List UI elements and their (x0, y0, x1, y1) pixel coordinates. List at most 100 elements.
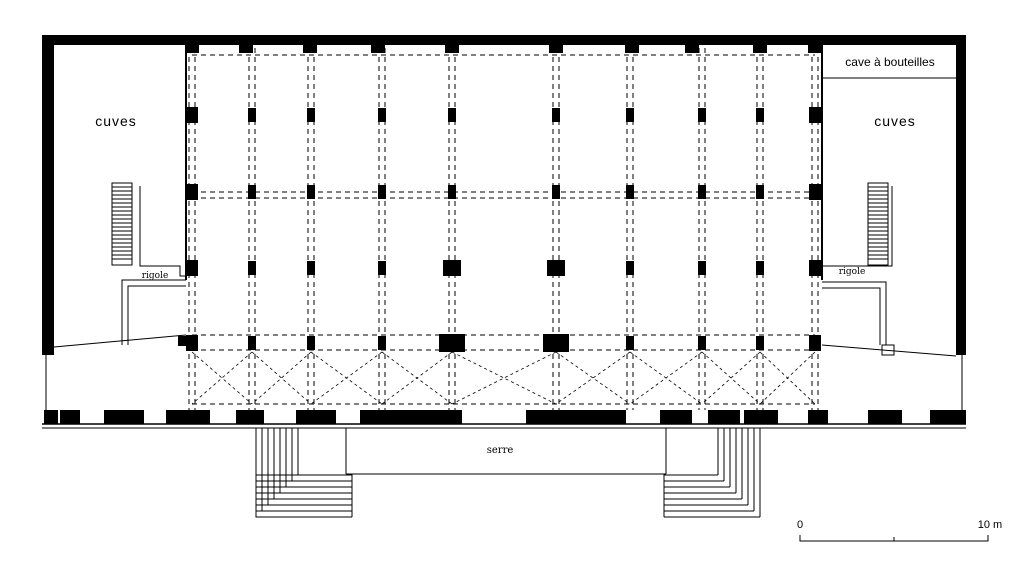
label-serre: serre (487, 445, 514, 456)
north-wall-block (540, 35, 562, 45)
diagonal-bracing (191, 351, 816, 405)
column (809, 335, 821, 351)
column (307, 185, 315, 199)
north-buttress (445, 35, 459, 53)
column (378, 261, 386, 275)
south-wall-pier (744, 410, 778, 424)
column (756, 261, 764, 275)
column (543, 334, 569, 352)
scale-end-label: 10 m (978, 519, 1002, 531)
column (248, 108, 256, 122)
east-drain (881, 344, 895, 356)
west-vat-room-floor-edge (53, 334, 187, 348)
brace-diagonal (759, 351, 816, 405)
step-edge (255, 428, 352, 494)
south-wall-pier (166, 410, 210, 424)
north-wall-block (240, 35, 262, 45)
column (248, 336, 256, 350)
column (698, 185, 706, 199)
north-wall-block (680, 35, 702, 45)
step-edge (255, 428, 352, 500)
structural-grid (188, 48, 819, 410)
north-wall-block (300, 35, 322, 45)
north-buttress (808, 35, 822, 53)
south-wall-pier (450, 410, 462, 424)
column (186, 184, 198, 200)
column (378, 108, 386, 122)
column (186, 335, 198, 351)
brace-diagonal (629, 351, 703, 405)
column (809, 184, 821, 200)
column (186, 260, 198, 276)
brace-diagonal (310, 351, 383, 405)
brace-diagonal (451, 351, 557, 405)
step-edge (255, 428, 352, 482)
south-wall-piers (44, 410, 966, 424)
south-wall-pier (596, 410, 626, 424)
brace-diagonal (701, 351, 761, 405)
column (248, 185, 256, 199)
south-wall-pier (956, 410, 966, 424)
column (378, 185, 386, 199)
column (626, 108, 634, 122)
south-wall-pier (296, 410, 336, 424)
west-wall (42, 35, 54, 355)
brace-diagonal (251, 351, 312, 405)
column (809, 107, 821, 123)
column (439, 334, 465, 352)
column (626, 261, 634, 275)
west-vat-stair (111, 182, 133, 266)
brace-diagonal (251, 351, 312, 405)
scale-start-label: 0 (797, 519, 803, 531)
east-rigole-channel (822, 186, 893, 267)
east-wall (956, 35, 966, 355)
label-cuves-west: cuves (95, 113, 137, 129)
east-entrance-steps (663, 428, 761, 518)
column (626, 336, 634, 350)
column (756, 336, 764, 350)
south-wall-pier (808, 410, 828, 424)
west-rigole-channel (121, 279, 186, 345)
brace-diagonal (191, 351, 253, 405)
scale-bar (799, 535, 989, 542)
vat-room-partitions (53, 45, 957, 357)
brace-diagonal (191, 351, 253, 405)
brace-diagonal (381, 351, 453, 405)
label-rigole-west: rigole (142, 271, 169, 281)
column (448, 185, 456, 199)
brace-diagonal (451, 351, 557, 405)
greenhouse (345, 428, 667, 475)
column (756, 185, 764, 199)
column (698, 261, 706, 275)
south-wall-pier (660, 410, 692, 424)
label-rigole-east: rigole (839, 267, 866, 277)
north-wall-block (616, 35, 638, 45)
south-wall-pier (360, 410, 458, 424)
east-vat-stair (867, 182, 889, 266)
south-wall-pier (104, 410, 144, 424)
south-wall-pier (930, 410, 956, 424)
exterior-walls (42, 35, 966, 429)
east-vat-room-floor-edge (821, 344, 957, 357)
label-cuves-east: cuves (874, 113, 916, 129)
column (552, 108, 560, 122)
column (552, 185, 560, 199)
column (307, 336, 315, 350)
south-wall-pier (708, 410, 740, 424)
south-wall-pier (60, 410, 80, 424)
column (626, 185, 634, 199)
south-wall-pier (236, 410, 264, 424)
north-buttress (185, 35, 199, 53)
north-wall (42, 35, 966, 45)
column (307, 261, 315, 275)
step-edge (255, 428, 352, 476)
column (307, 108, 315, 122)
column (248, 261, 256, 275)
column (756, 108, 764, 122)
column (178, 336, 186, 346)
column (698, 108, 706, 122)
step-edge (255, 428, 352, 518)
column (186, 107, 198, 123)
south-wall-pier (868, 410, 902, 424)
